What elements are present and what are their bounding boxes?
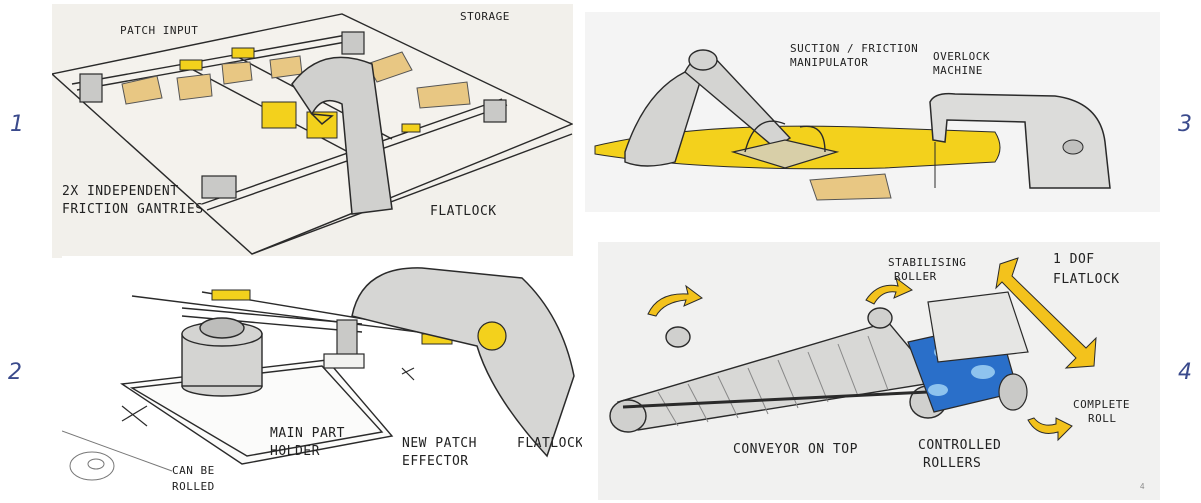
- label-dof-2: FLATLOCK: [1053, 272, 1120, 288]
- label-holder-2: HOLDER: [270, 444, 320, 460]
- label-overlock-1: OVERLOCK: [933, 50, 990, 64]
- label-complete-2: ROLL: [1088, 412, 1117, 426]
- label-stab-1: STABILISING: [888, 256, 966, 270]
- label-storage: STORAGE: [460, 10, 510, 24]
- panel-number-2: 2: [8, 360, 22, 385]
- sketch-panel-4: STABILISING ROLLER 1 DOF FLATLOCK COMPLE…: [598, 242, 1160, 500]
- panel-number-1: 1: [10, 112, 24, 137]
- label-manip-2: MANIPULATOR: [790, 56, 868, 70]
- label-rolled-2: ROLLED: [172, 480, 215, 494]
- label-dof-1: 1 DOF: [1053, 252, 1095, 268]
- label-gantries-2: FRICTION GANTRIES: [62, 202, 204, 218]
- label-flatlock-2: FLATLOCK: [517, 436, 582, 452]
- label-gantries-1: 2X INDEPENDENT: [62, 184, 179, 200]
- label-manip-1: SUCTION / FRICTION: [790, 42, 918, 56]
- label-conveyor: CONVEYOR ON TOP: [733, 442, 858, 458]
- label-controlled-2: ROLLERS: [923, 456, 981, 472]
- label-overlock-2: MACHINE: [933, 64, 983, 78]
- label-patch-input: PATCH INPUT: [120, 24, 198, 38]
- label-stab-2: ROLLER: [894, 270, 937, 284]
- panel-number-4: 4: [1178, 360, 1192, 385]
- label-holder-1: MAIN PART: [270, 426, 345, 442]
- label-complete-1: COMPLETE: [1073, 398, 1130, 412]
- sketch-panel-2: MAIN PART HOLDER NEW PATCH EFFECTOR FLAT…: [62, 256, 582, 500]
- label-controlled-1: CONTROLLED: [918, 438, 1001, 454]
- sketch-panel-3: SUCTION / FRICTION MANIPULATOR OVERLOCK …: [585, 12, 1160, 212]
- label-flatlock-1: FLATLOCK: [430, 204, 497, 220]
- page-number: 4: [1140, 482, 1144, 491]
- label-effector-2: EFFECTOR: [402, 454, 469, 470]
- label-rolled-1: CAN BE: [172, 464, 215, 478]
- holder-sketch-2: [62, 256, 582, 500]
- label-effector-1: NEW PATCH: [402, 436, 477, 452]
- sketch-panel-1: PATCH INPUT STORAGE 2X INDEPENDENT FRICT…: [52, 4, 573, 258]
- panel-number-3: 3: [1178, 112, 1192, 137]
